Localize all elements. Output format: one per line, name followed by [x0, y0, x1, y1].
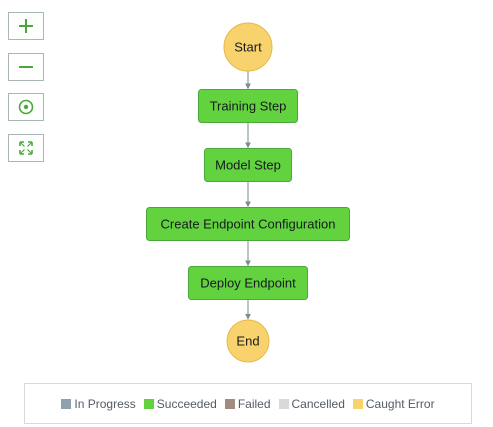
node-end-label: End — [236, 334, 259, 349]
zoom-in-button[interactable] — [8, 12, 44, 40]
node-start[interactable]: Start — [223, 22, 273, 72]
minus-icon — [19, 66, 33, 68]
legend-label: Succeeded — [156, 396, 217, 411]
node-deploy-label: Deploy Endpoint — [200, 276, 296, 291]
legend-label: Failed — [237, 396, 271, 411]
legend-label: Cancelled — [291, 396, 345, 411]
target-icon — [18, 99, 34, 115]
center-button[interactable] — [8, 93, 44, 121]
node-endpoint-config-label: Create Endpoint Configuration — [161, 217, 336, 232]
node-model[interactable]: Model Step — [204, 148, 292, 182]
node-model-box — [204, 148, 292, 182]
node-deploy[interactable]: Deploy Endpoint — [188, 266, 308, 300]
node-model-label: Model Step — [215, 158, 281, 173]
legend-label: Caught Error — [365, 396, 435, 411]
node-end[interactable]: End — [226, 319, 270, 363]
node-endpoint-config[interactable]: Create Endpoint Configuration — [146, 207, 350, 241]
node-deploy-box — [188, 266, 308, 300]
legend-swatch — [61, 398, 72, 409]
expand-icon — [19, 141, 33, 155]
node-end-circle — [226, 319, 270, 363]
node-training-box — [198, 89, 298, 123]
legend-item: Failed — [224, 396, 271, 411]
legend-item: Succeeded — [143, 396, 217, 411]
legend-swatch — [143, 398, 154, 409]
legend-item: In Progress — [61, 396, 136, 411]
legend-swatch — [224, 398, 235, 409]
legend-swatch — [352, 398, 363, 409]
plus-icon — [19, 19, 33, 33]
node-training[interactable]: Training Step — [198, 89, 298, 123]
legend-item: Cancelled — [278, 396, 345, 411]
fit-to-screen-button[interactable] — [8, 134, 44, 162]
legend-item: Caught Error — [352, 396, 435, 411]
node-start-label: Start — [234, 40, 262, 55]
legend-label: In Progress — [74, 396, 136, 411]
status-legend: In Progress Succeeded Failed Cancelled Caugh… — [24, 383, 472, 424]
node-start-circle — [223, 22, 273, 72]
node-training-label: Training Step — [210, 99, 287, 114]
zoom-out-button[interactable] — [8, 53, 44, 81]
legend-swatch — [278, 398, 289, 409]
node-endpoint-config-box — [146, 207, 350, 241]
